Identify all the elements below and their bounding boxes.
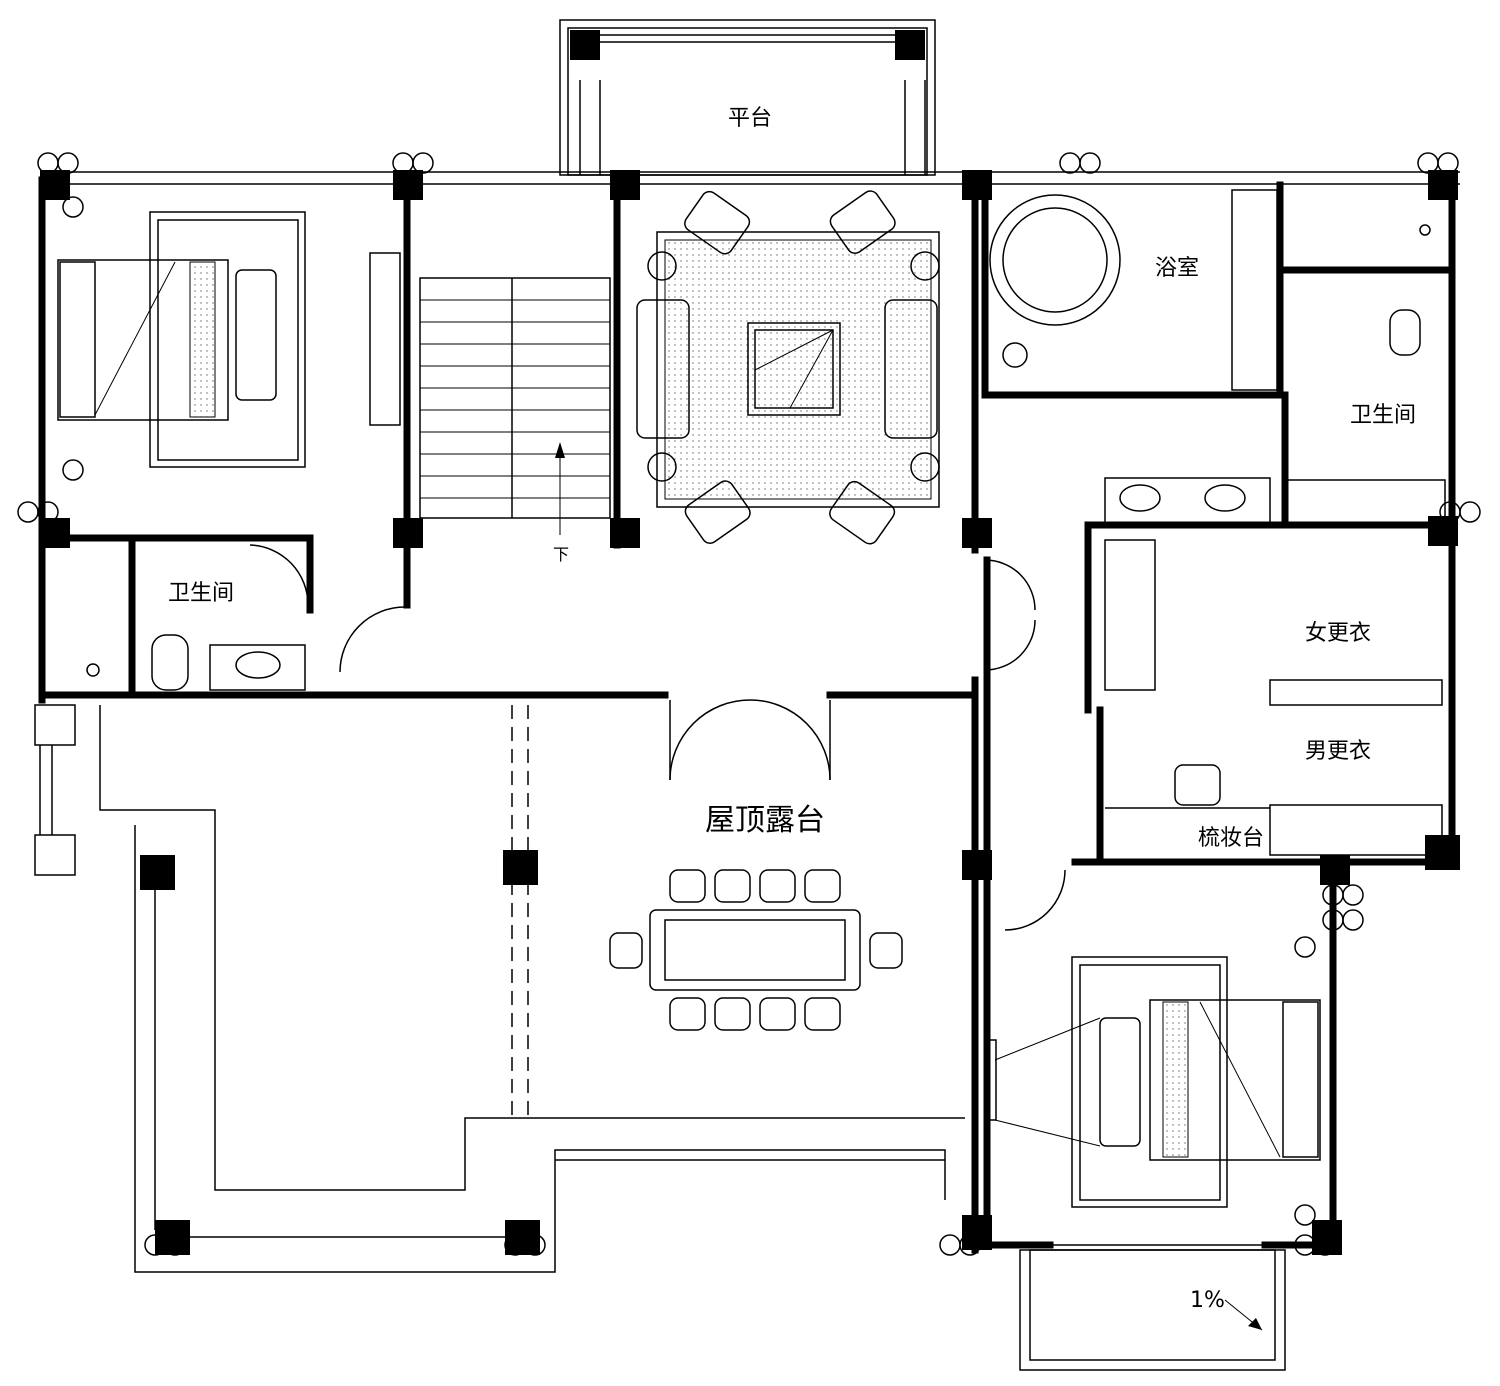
column-cap	[1459, 501, 1481, 523]
column-cap	[1059, 152, 1081, 174]
label-womens-dressing: 女更衣	[1305, 621, 1371, 646]
column-cap	[164, 1234, 186, 1256]
column-cap	[17, 501, 39, 523]
chair	[609, 932, 643, 969]
column-caps	[17, 152, 1481, 1256]
chair	[714, 997, 751, 1031]
chair	[804, 869, 841, 903]
column-cap	[1079, 152, 1101, 174]
column-cap	[959, 1234, 981, 1256]
label-vanity: 梳妆台	[1198, 826, 1264, 851]
label-bathroom-tub: 浴室	[1155, 256, 1199, 281]
living-room	[636, 190, 940, 545]
column-cap	[1342, 909, 1364, 931]
roof-terrace: 屋顶露台	[34, 704, 965, 1273]
column-cap	[1314, 1234, 1336, 1256]
chair	[759, 997, 796, 1031]
chair	[714, 869, 751, 903]
label-toilet-left: 卫生间	[168, 581, 234, 606]
left-toilet: 卫生间	[86, 544, 309, 691]
staircase: 下	[419, 277, 611, 564]
walls	[38, 171, 1460, 1254]
label-mens-dressing: 男更衣	[1305, 739, 1371, 764]
column-cap	[57, 152, 79, 174]
platform-area: 平台	[559, 19, 936, 176]
doors	[339, 559, 1066, 931]
chair	[669, 869, 706, 903]
column-cap	[37, 501, 59, 523]
right-bedroom	[987, 936, 1321, 1226]
label-platform: 平台	[728, 106, 772, 131]
double-sink-counter	[1104, 477, 1271, 524]
tub-bathroom: 浴室	[989, 189, 1278, 391]
chair	[804, 997, 841, 1031]
chair	[669, 997, 706, 1031]
column-cap	[412, 152, 434, 174]
columns	[40, 170, 1460, 1255]
chair	[869, 932, 903, 969]
slope-label: 1%	[1190, 1288, 1225, 1313]
label-roof-terrace: 屋顶露台	[705, 803, 825, 838]
column-cap	[1437, 152, 1459, 174]
balcony: 1%	[1019, 1244, 1286, 1371]
left-bedroom	[57, 196, 401, 481]
column-cap	[939, 1234, 961, 1256]
dressing-rooms: 女更衣 男更衣 梳妆台	[1104, 539, 1443, 856]
chair	[759, 869, 796, 903]
stair-direction-label: 下	[553, 545, 569, 564]
column-cap	[1342, 884, 1364, 906]
column-cap	[524, 1234, 546, 1256]
right-toilet: 卫生间	[1284, 224, 1446, 526]
label-toilet-right: 卫生间	[1350, 403, 1416, 428]
